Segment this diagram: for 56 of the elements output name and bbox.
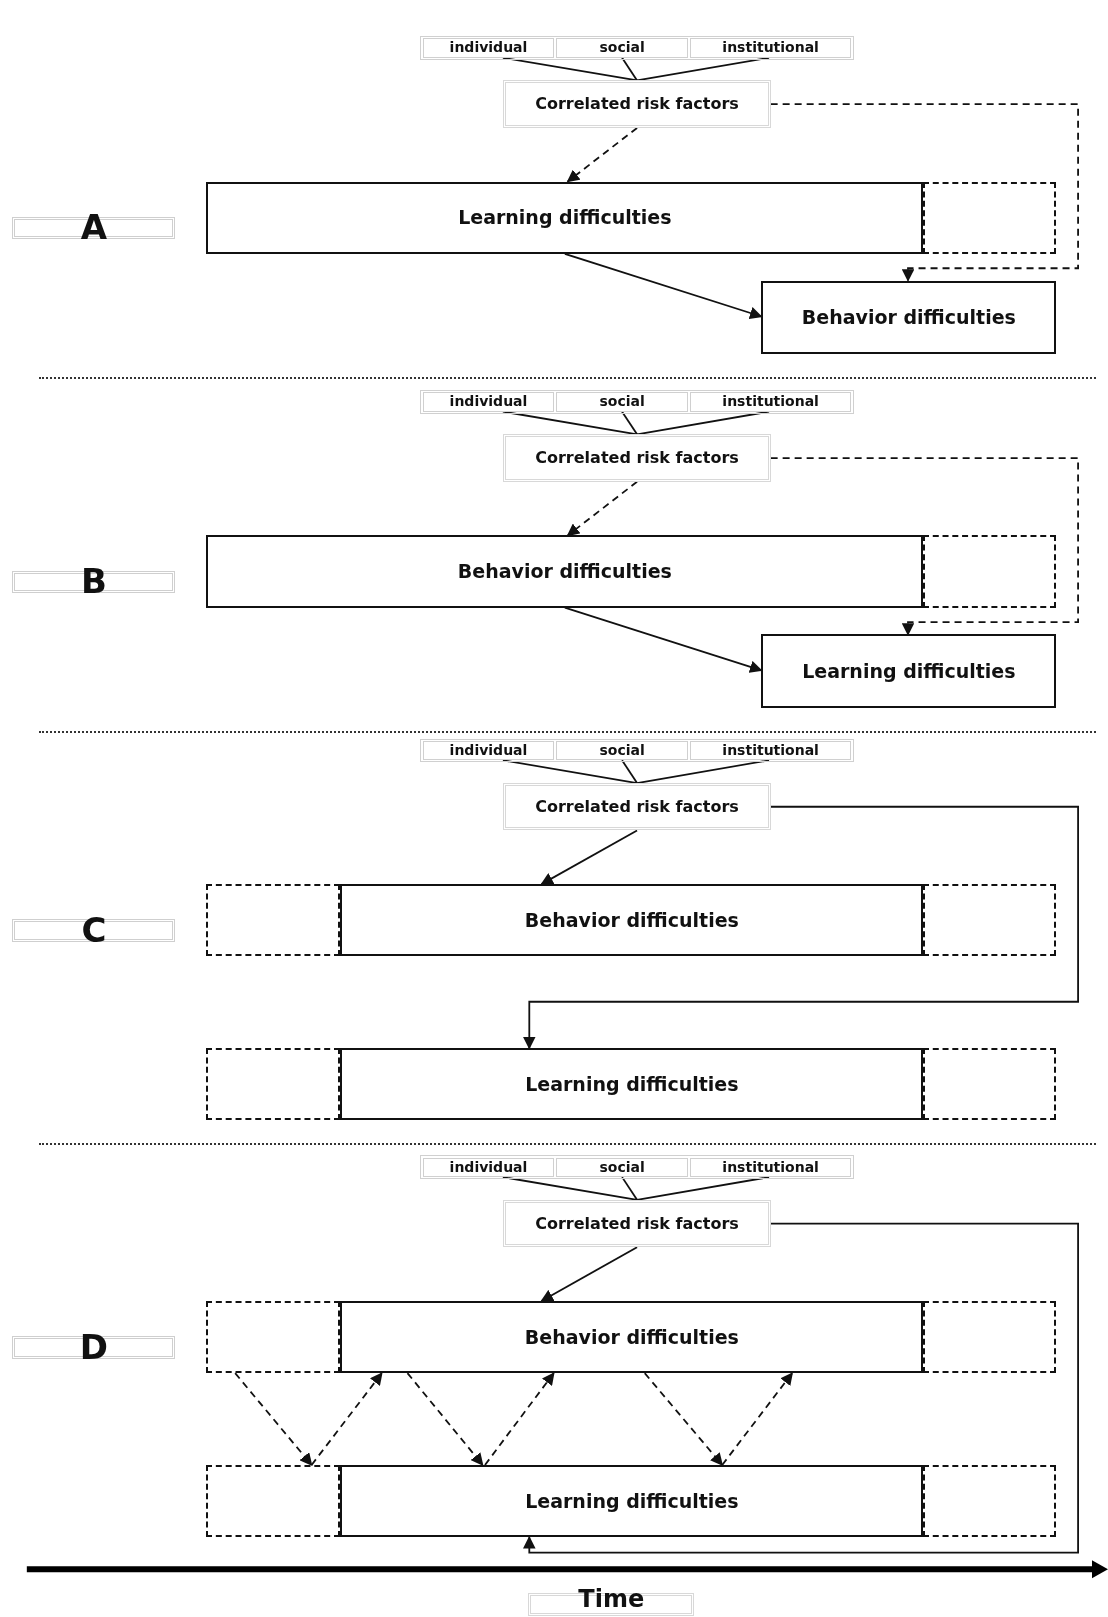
dashed-extension-box [923,1300,1057,1374]
risk-factor-box: institutional [690,1157,852,1178]
risk-factor-box: social [556,740,689,761]
process-box: Learning difficulties [340,1464,924,1538]
arrow [563,606,763,673]
risk-factor-box: institutional [690,392,852,412]
risk-factors-box: Correlated risk factors [503,434,771,482]
arrow [769,103,1079,282]
arrow [563,252,763,320]
panel-label: C [12,919,176,942]
panel-label: D [12,1336,176,1359]
dashed-extension-box [923,884,1057,957]
risk-factor-box: social [556,392,689,412]
risk-factor-box: individual [422,38,554,58]
process-box: Behavior difficulties [761,280,1057,354]
risk-factor-box: individual [422,392,554,412]
arrow [234,1372,313,1466]
arrow [769,457,1079,636]
connector-line [621,759,638,784]
dashed-extension-box [206,1464,341,1538]
process-box: Learning difficulties [340,1048,924,1121]
process-box: Learning difficulties [761,634,1057,708]
arrow [643,1372,724,1466]
risk-factor-box: social [556,38,689,58]
arrow [721,1372,794,1466]
risk-factor-box: individual [422,740,554,761]
dashed-extension-box [923,1464,1057,1538]
risk-factor-box: social [556,1157,689,1178]
dashed-extension-box [206,884,341,957]
risk-factor-box: individual [422,1157,554,1178]
arrow [523,1222,1079,1554]
risk-factor-box: institutional [690,740,852,761]
process-box: Behavior difficulties [340,1300,924,1374]
risk-factors-box: Correlated risk factors [503,783,771,831]
process-box: Learning difficulties [206,181,924,254]
risk-factor-box: institutional [690,38,852,58]
process-box: Behavior difficulties [206,535,924,608]
panel-label: B [12,570,176,594]
panel-label: A [12,216,176,240]
dashed-extension-box [206,1048,341,1121]
dashed-extension-box [923,1048,1057,1121]
arrow [406,1372,484,1466]
arrow [310,1372,383,1466]
dashed-extension-box [923,181,1057,254]
arrow [484,1372,555,1466]
risk-factors-box: Correlated risk factors [503,1199,771,1248]
dashed-extension-box [923,535,1057,608]
arrow [540,1246,638,1302]
arrow [540,829,638,886]
arrow [523,805,1079,1050]
dashed-extension-box [206,1300,341,1374]
arrow [566,127,638,183]
connector-line [621,1176,638,1201]
arrow [566,480,638,537]
process-box: Behavior difficulties [340,884,924,957]
risk-factors-box: Correlated risk factors [503,80,771,128]
